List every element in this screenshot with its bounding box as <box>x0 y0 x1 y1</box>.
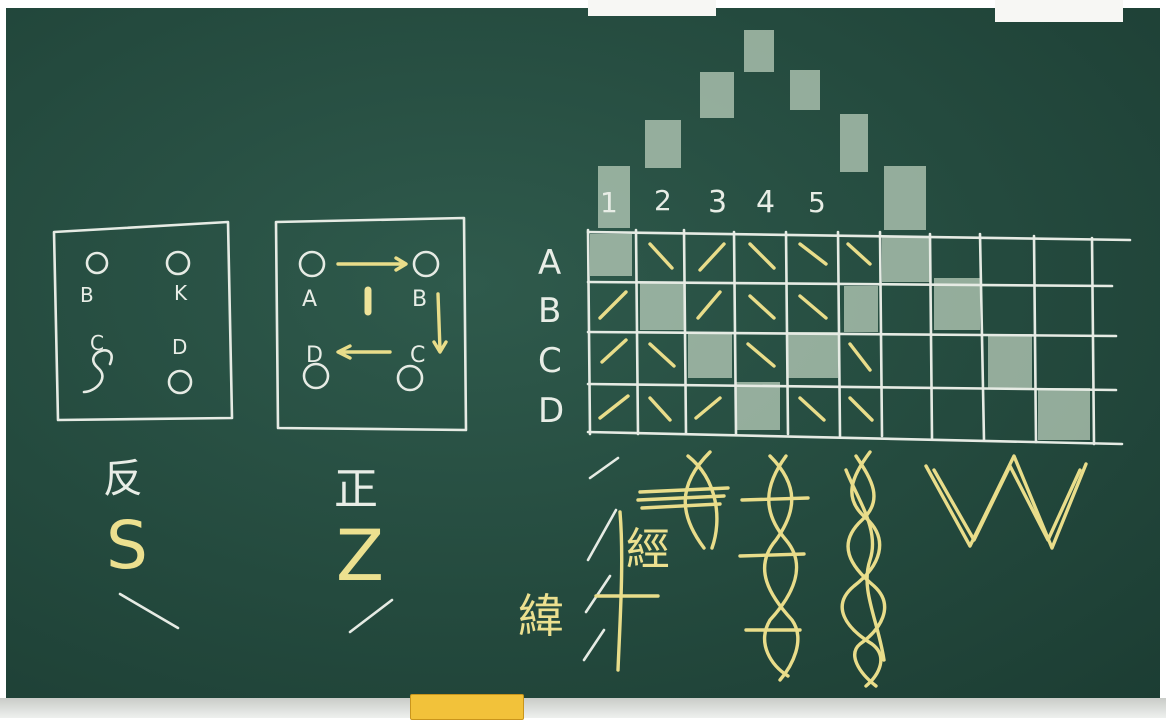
row-label-c: C <box>538 341 562 381</box>
middle-caption-forward: 正 <box>334 464 378 515</box>
row-label-b: B <box>538 291 561 331</box>
left-caption-reverse: 反 <box>103 456 143 502</box>
left-diagram-box <box>54 222 232 420</box>
left-label-d: D <box>172 335 187 359</box>
column-number-3: 3 <box>708 185 727 220</box>
middle-label-c: C <box>410 343 425 368</box>
left-label-k: K <box>174 281 188 305</box>
left-label-c: C <box>90 331 104 355</box>
row-label-a: A <box>538 243 561 283</box>
column-number-1: 1 <box>600 186 618 219</box>
left-letter-s: S <box>106 507 148 584</box>
middle-letter-z: Z <box>336 515 384 597</box>
middle-label-d: D <box>306 343 323 368</box>
column-number-5: 5 <box>808 186 826 219</box>
middle-slash <box>350 600 392 632</box>
chalkboard-eraser <box>410 694 524 720</box>
left-slash <box>120 594 178 628</box>
left-label-b: B <box>80 283 94 307</box>
column-number-4: 4 <box>756 185 775 220</box>
middle-label-b: B <box>412 287 427 312</box>
warp-character: 經 <box>626 524 670 575</box>
column-number-2: 2 <box>654 184 672 217</box>
middle-diagram-box <box>276 218 466 430</box>
weft-character: 緯 <box>518 589 564 643</box>
middle-label-a: A <box>302 287 317 312</box>
row-label-d: D <box>538 391 564 431</box>
